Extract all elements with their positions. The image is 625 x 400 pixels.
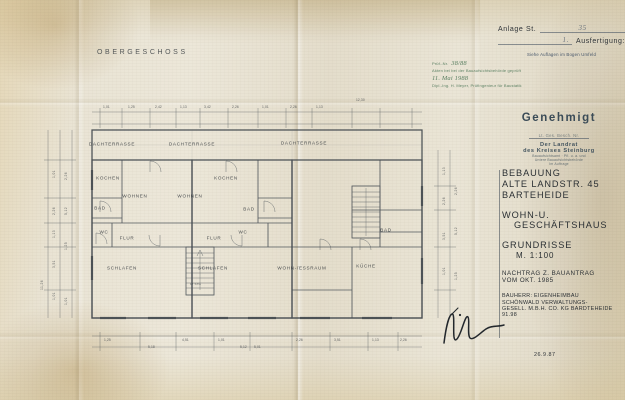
- dimension-label: 2,26: [442, 196, 446, 205]
- approval-stamp: Genehmigt Lt. Ges. Besch. Nr. Der Landra…: [500, 112, 618, 166]
- room-label: BAD: [94, 205, 106, 211]
- sheet-header: Anlage St. 35 1. Ausfertigung: Siehe Auf…: [498, 24, 625, 57]
- dimension-label: 1,25: [64, 241, 68, 250]
- room-label: WC: [99, 229, 109, 235]
- room-label: KOCHEN: [214, 175, 238, 181]
- room-label: WOHNEN: [177, 193, 203, 199]
- dimension-label: 1,25: [454, 271, 458, 280]
- amendment-line-2: VOM OKT. 1985: [502, 276, 554, 284]
- approval-line5: Untere Bauaufsichtsbehörde: [534, 158, 584, 162]
- dimension-label: 3,51: [442, 231, 446, 240]
- dimension-label: 4,51: [182, 338, 189, 342]
- dimension-label: 2,42: [155, 105, 162, 109]
- floor-label: OBERGESCHOSS: [97, 49, 188, 56]
- approval-line6: Im Auftrage: [549, 162, 569, 166]
- room-label: DACHTERRASSE: [88, 141, 136, 147]
- dimension-label: 1,13: [180, 105, 187, 109]
- room-label: SCHLAFEN: [106, 265, 138, 271]
- dimension-label: 5,18: [148, 345, 155, 349]
- dimension-label: 1,01: [103, 105, 110, 109]
- dimension-label: 3,51: [52, 259, 56, 268]
- client-line-1: BAUHERR: EIGENHEIMBAU: [502, 293, 579, 300]
- drawing-scale: M. 1:100: [516, 251, 555, 261]
- drawing-type: GRUNDRISSE: [502, 240, 573, 251]
- dimension-label: 1,01: [64, 296, 68, 305]
- room-label: FLUR: [206, 235, 222, 241]
- pruef-line4: Dipl.-Ing. H. Meyer, Prüfingenieur für B…: [432, 83, 522, 88]
- room-label: BAD: [243, 206, 255, 212]
- dimension-label: 2,26: [400, 338, 407, 342]
- dimension-label: 5,12: [454, 226, 458, 235]
- room-label: FLUR: [119, 235, 135, 241]
- client-line-3: GESELL. M.B.H. CO. KG BARDTEHEIDE: [502, 305, 613, 312]
- signature: [443, 307, 505, 344]
- project-line-2: ALTE LANDSTR. 45: [502, 178, 600, 189]
- title-block: BEBAUUNG ALTE LANDSTR. 45 BARTEHEIDE WOH…: [502, 168, 625, 319]
- dimension-label: 11,26: [40, 279, 44, 290]
- ausfertigung-label: Ausfertigung:: [575, 38, 625, 45]
- dimension-label: 3,42: [204, 105, 211, 109]
- dimension-label: 1,13: [52, 229, 56, 238]
- header-note: Siehe Auflagen im Bogen Umfeld: [526, 52, 597, 57]
- dimension-label: 1,13: [442, 166, 446, 175]
- pruefnummer-stamp: Prüf.-Nr. 38/88 Akten bei bei der Bauauf…: [432, 60, 540, 88]
- dimension-label: 2,26: [290, 105, 297, 109]
- dimension-label: 12,30: [356, 98, 365, 102]
- room-label: WOHN-/ESSRAUM: [277, 265, 327, 271]
- approval-line4: Bauaufsichtsamt · Pfl. u. a. und: [532, 154, 586, 158]
- pruef-value: 38/88: [451, 60, 467, 67]
- anlage-label: Anlage St.: [498, 26, 537, 33]
- dimension-label: 1,25: [128, 105, 135, 109]
- room-label: WOHNEN: [122, 193, 148, 199]
- project-line-1: BEBAUUNG: [502, 168, 561, 178]
- dimension-label: 1,25: [104, 338, 111, 342]
- anlage-value: 35: [540, 24, 625, 33]
- dimension-label: 1,01: [262, 105, 269, 109]
- amendment-line-1: NACHTRAG Z. BAUANTRAG: [502, 269, 595, 277]
- dimension-label: 1,01: [218, 338, 225, 342]
- dimension-label: 3,51: [334, 338, 341, 342]
- client-line-2: SCHÖNWALD VERWALTUNGS-: [502, 299, 588, 306]
- dimension-label: 2,26: [52, 206, 56, 215]
- room-label: DACHTERRASSE: [280, 140, 328, 146]
- dimension-label: 1,01: [442, 266, 446, 275]
- pruef-line2: Akten bei bei der Bauaufsichtsbehörde ge…: [432, 68, 522, 73]
- dimension-label: 2,26: [64, 171, 68, 180]
- pruef-label: Prüf.-Nr.: [432, 61, 449, 66]
- sheet-date: 26.9.87: [534, 352, 556, 358]
- dimension-label: 1,01: [52, 169, 56, 178]
- client-line-4: 91.98: [502, 312, 517, 319]
- dimension-label: 2,26: [454, 186, 458, 195]
- room-label: KOCHEN: [96, 175, 120, 181]
- room-label: WC: [238, 229, 248, 235]
- dimension-label: 1,01: [52, 291, 56, 300]
- dimension-label: 5,12: [240, 345, 247, 349]
- approval-line3: des Kreises Steinburg: [523, 148, 595, 154]
- title-block-divider: [499, 170, 500, 338]
- dimension-label: 1,13: [316, 105, 323, 109]
- ausfertigung-value: 1.: [498, 36, 572, 45]
- approval-line2: Der Landrat: [540, 142, 578, 148]
- building-line-1: WOHN-U.: [502, 209, 550, 220]
- dimension-label: 2,26: [296, 338, 303, 342]
- building-line-2: GESCHÄFTSHAUS: [514, 220, 608, 231]
- room-label: BAD: [380, 227, 392, 233]
- approval-line1: Lt. Ges. Besch. Nr.: [528, 133, 590, 139]
- approval-title: Genehmigt: [521, 112, 597, 124]
- stair-label: 17 STG: [190, 282, 201, 286]
- room-label: KÜCHE: [356, 263, 376, 269]
- project-line-3: BARTEHEIDE: [502, 189, 570, 200]
- dimension-label: 5,12: [64, 206, 68, 215]
- room-label: SCHLAFEN: [197, 265, 229, 271]
- pruef-date: 11. Mai 1988: [432, 75, 469, 82]
- dimension-label: 2,26: [232, 105, 239, 109]
- room-label: DACHTERRASSE: [168, 141, 216, 147]
- dimension-label: 1,13: [372, 338, 379, 342]
- dimension-label: 5,01: [254, 345, 261, 349]
